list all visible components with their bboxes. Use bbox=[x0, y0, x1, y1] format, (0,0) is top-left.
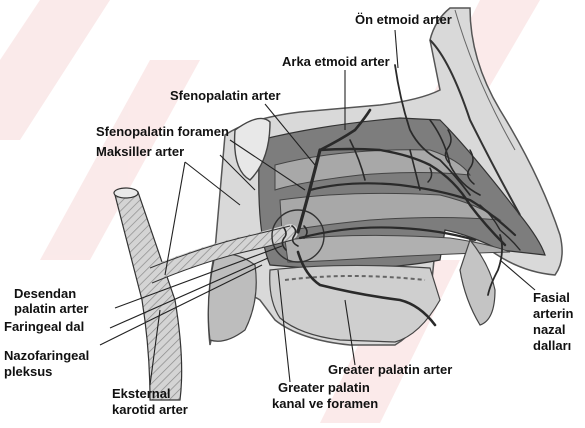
label-eksternal-karotid-arter-2: karotid arter bbox=[112, 402, 188, 417]
label-desendan-palatin-arter-1: Desendan bbox=[14, 286, 76, 301]
label-fasial-arter-4: dalları bbox=[533, 338, 571, 353]
label-fasial-arter-2: arterin bbox=[533, 306, 574, 321]
label-sfenopalatin-foramen: Sfenopalatin foramen bbox=[96, 124, 229, 139]
label-arka-etmoid-arter: Arka etmoid arter bbox=[282, 54, 390, 69]
label-maksiller-arter: Maksiller arter bbox=[96, 144, 184, 159]
label-nazofaringeal-pleksus-1: Nazofaringeal bbox=[4, 348, 89, 363]
label-fasial-arter-1: Fasial bbox=[533, 290, 570, 305]
label-greater-palatin-kanal-1: Greater palatin bbox=[278, 380, 370, 395]
label-faringeal-dal: Faringeal dal bbox=[4, 319, 84, 334]
label-greater-palatin-kanal-2: kanal ve foramen bbox=[272, 396, 378, 411]
label-on-etmoid-arter: Ön etmoid arter bbox=[355, 12, 452, 27]
label-desendan-palatin-arter-2: palatin arter bbox=[14, 301, 88, 316]
label-sfenopalatin-arter: Sfenopalatin arter bbox=[170, 88, 281, 103]
label-fasial-arter-3: nazal bbox=[533, 322, 566, 337]
label-eksternal-karotid-arter-1: Eksternal bbox=[112, 386, 171, 401]
label-nazofaringeal-pleksus-2: pleksus bbox=[4, 364, 52, 379]
label-greater-palatin-arter: Greater palatin arter bbox=[328, 362, 452, 377]
